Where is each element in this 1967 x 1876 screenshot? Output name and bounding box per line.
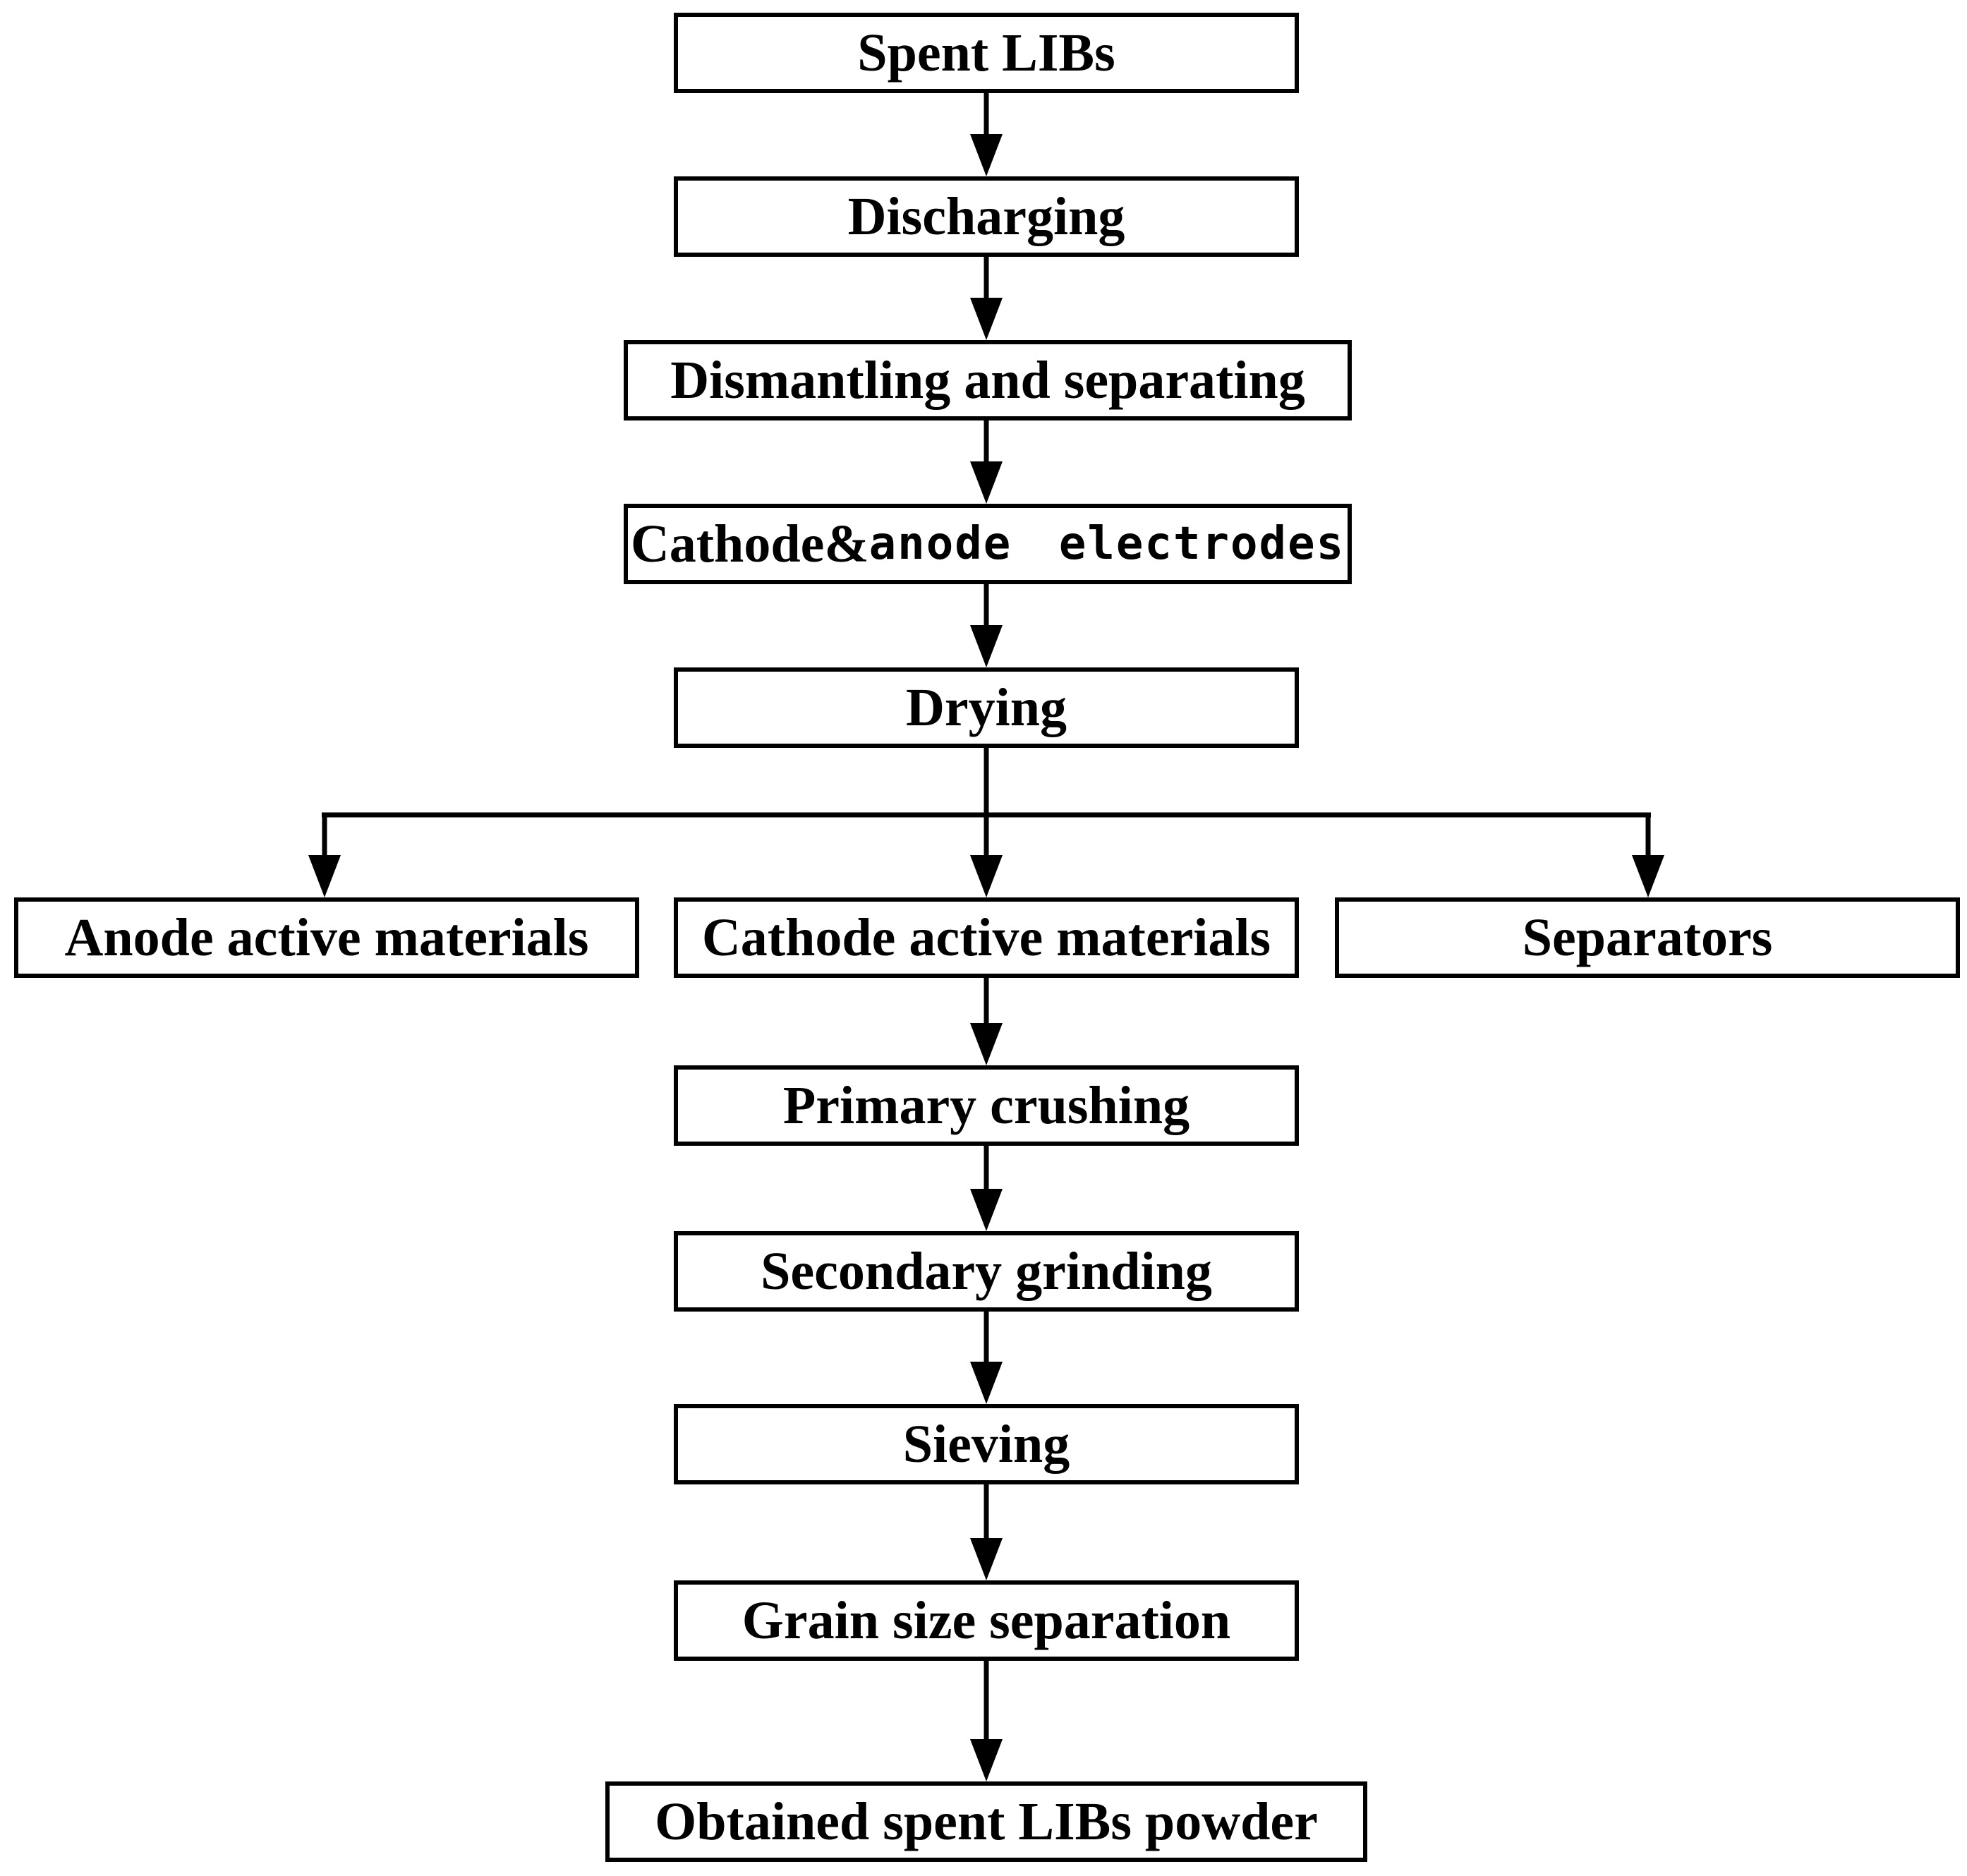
node-separators: Separators xyxy=(1335,897,1960,978)
node-cathode-anode-electrodes: Cathode&anode electrodes xyxy=(624,504,1352,584)
edge-sieving-to-grain-separation xyxy=(970,1482,1003,1580)
node-label: Dismantling and separating xyxy=(670,350,1305,410)
node-label: Sieving xyxy=(902,1414,1070,1474)
arrowhead-icon xyxy=(970,855,1003,897)
node-label-mono-part: anode electrodes xyxy=(868,518,1345,570)
arrowhead-icon xyxy=(970,625,1003,667)
arrowhead-icon xyxy=(308,855,341,897)
edge-drying-to-separators xyxy=(1632,813,1664,897)
arrowhead-icon xyxy=(970,1739,1003,1781)
edge-drying-to-cathode-materials xyxy=(970,745,1003,897)
edge-primary-to-secondary xyxy=(970,1143,1003,1231)
arrowhead-icon xyxy=(970,461,1003,504)
edge-dismantling-to-electrodes xyxy=(970,418,1003,504)
node-label: Obtained spent LIBs powder xyxy=(655,1791,1318,1851)
node-secondary-grinding: Secondary grinding xyxy=(674,1231,1299,1312)
node-grain-size-separation: Grain size separation xyxy=(674,1580,1299,1661)
node-label: Drying xyxy=(906,677,1067,737)
node-label: Grain size separation xyxy=(742,1590,1231,1650)
node-primary-crushing: Primary crushing xyxy=(674,1065,1299,1146)
node-label: Discharging xyxy=(847,186,1125,246)
arrowhead-icon xyxy=(970,1189,1003,1231)
node-label: Secondary grinding xyxy=(761,1241,1212,1301)
edge-grain-separation-to-obtained xyxy=(970,1658,1003,1781)
node-label: Primary crushing xyxy=(782,1075,1190,1135)
node-drying: Drying xyxy=(674,667,1299,748)
edge-electrodes-to-drying xyxy=(970,581,1003,667)
node-spent-libs: Spent LIBs xyxy=(674,13,1299,93)
node-label-serif-part: Cathode& xyxy=(630,514,869,574)
node-label: Separators xyxy=(1522,907,1773,967)
node-discharging: Discharging xyxy=(674,176,1299,257)
arrowhead-icon xyxy=(970,1538,1003,1580)
arrowhead-icon xyxy=(970,1362,1003,1404)
edge-cathode-materials-to-primary-crushing xyxy=(970,975,1003,1065)
node-label: Cathode active materials xyxy=(701,907,1271,967)
arrowhead-icon xyxy=(970,298,1003,340)
node-sieving: Sieving xyxy=(674,1404,1299,1484)
node-dismantling-separating: Dismantling and separating xyxy=(624,340,1352,420)
arrowhead-icon xyxy=(970,134,1003,176)
arrowhead-icon xyxy=(970,1023,1003,1065)
edge-drying-to-anode-materials xyxy=(308,813,341,897)
node-obtained-powder: Obtained spent LIBs powder xyxy=(605,1781,1367,1862)
node-label: Spent LIBs xyxy=(857,23,1115,83)
edge-secondary-to-sieving xyxy=(970,1309,1003,1404)
arrowhead-icon xyxy=(1632,855,1664,897)
node-anode-active-materials: Anode active materials xyxy=(14,897,639,978)
edge-spent-libs-to-discharging xyxy=(970,90,1003,176)
node-cathode-active-materials: Cathode active materials xyxy=(674,897,1299,978)
edge-discharging-to-dismantling xyxy=(970,254,1003,340)
node-label: Anode active materials xyxy=(64,907,589,967)
